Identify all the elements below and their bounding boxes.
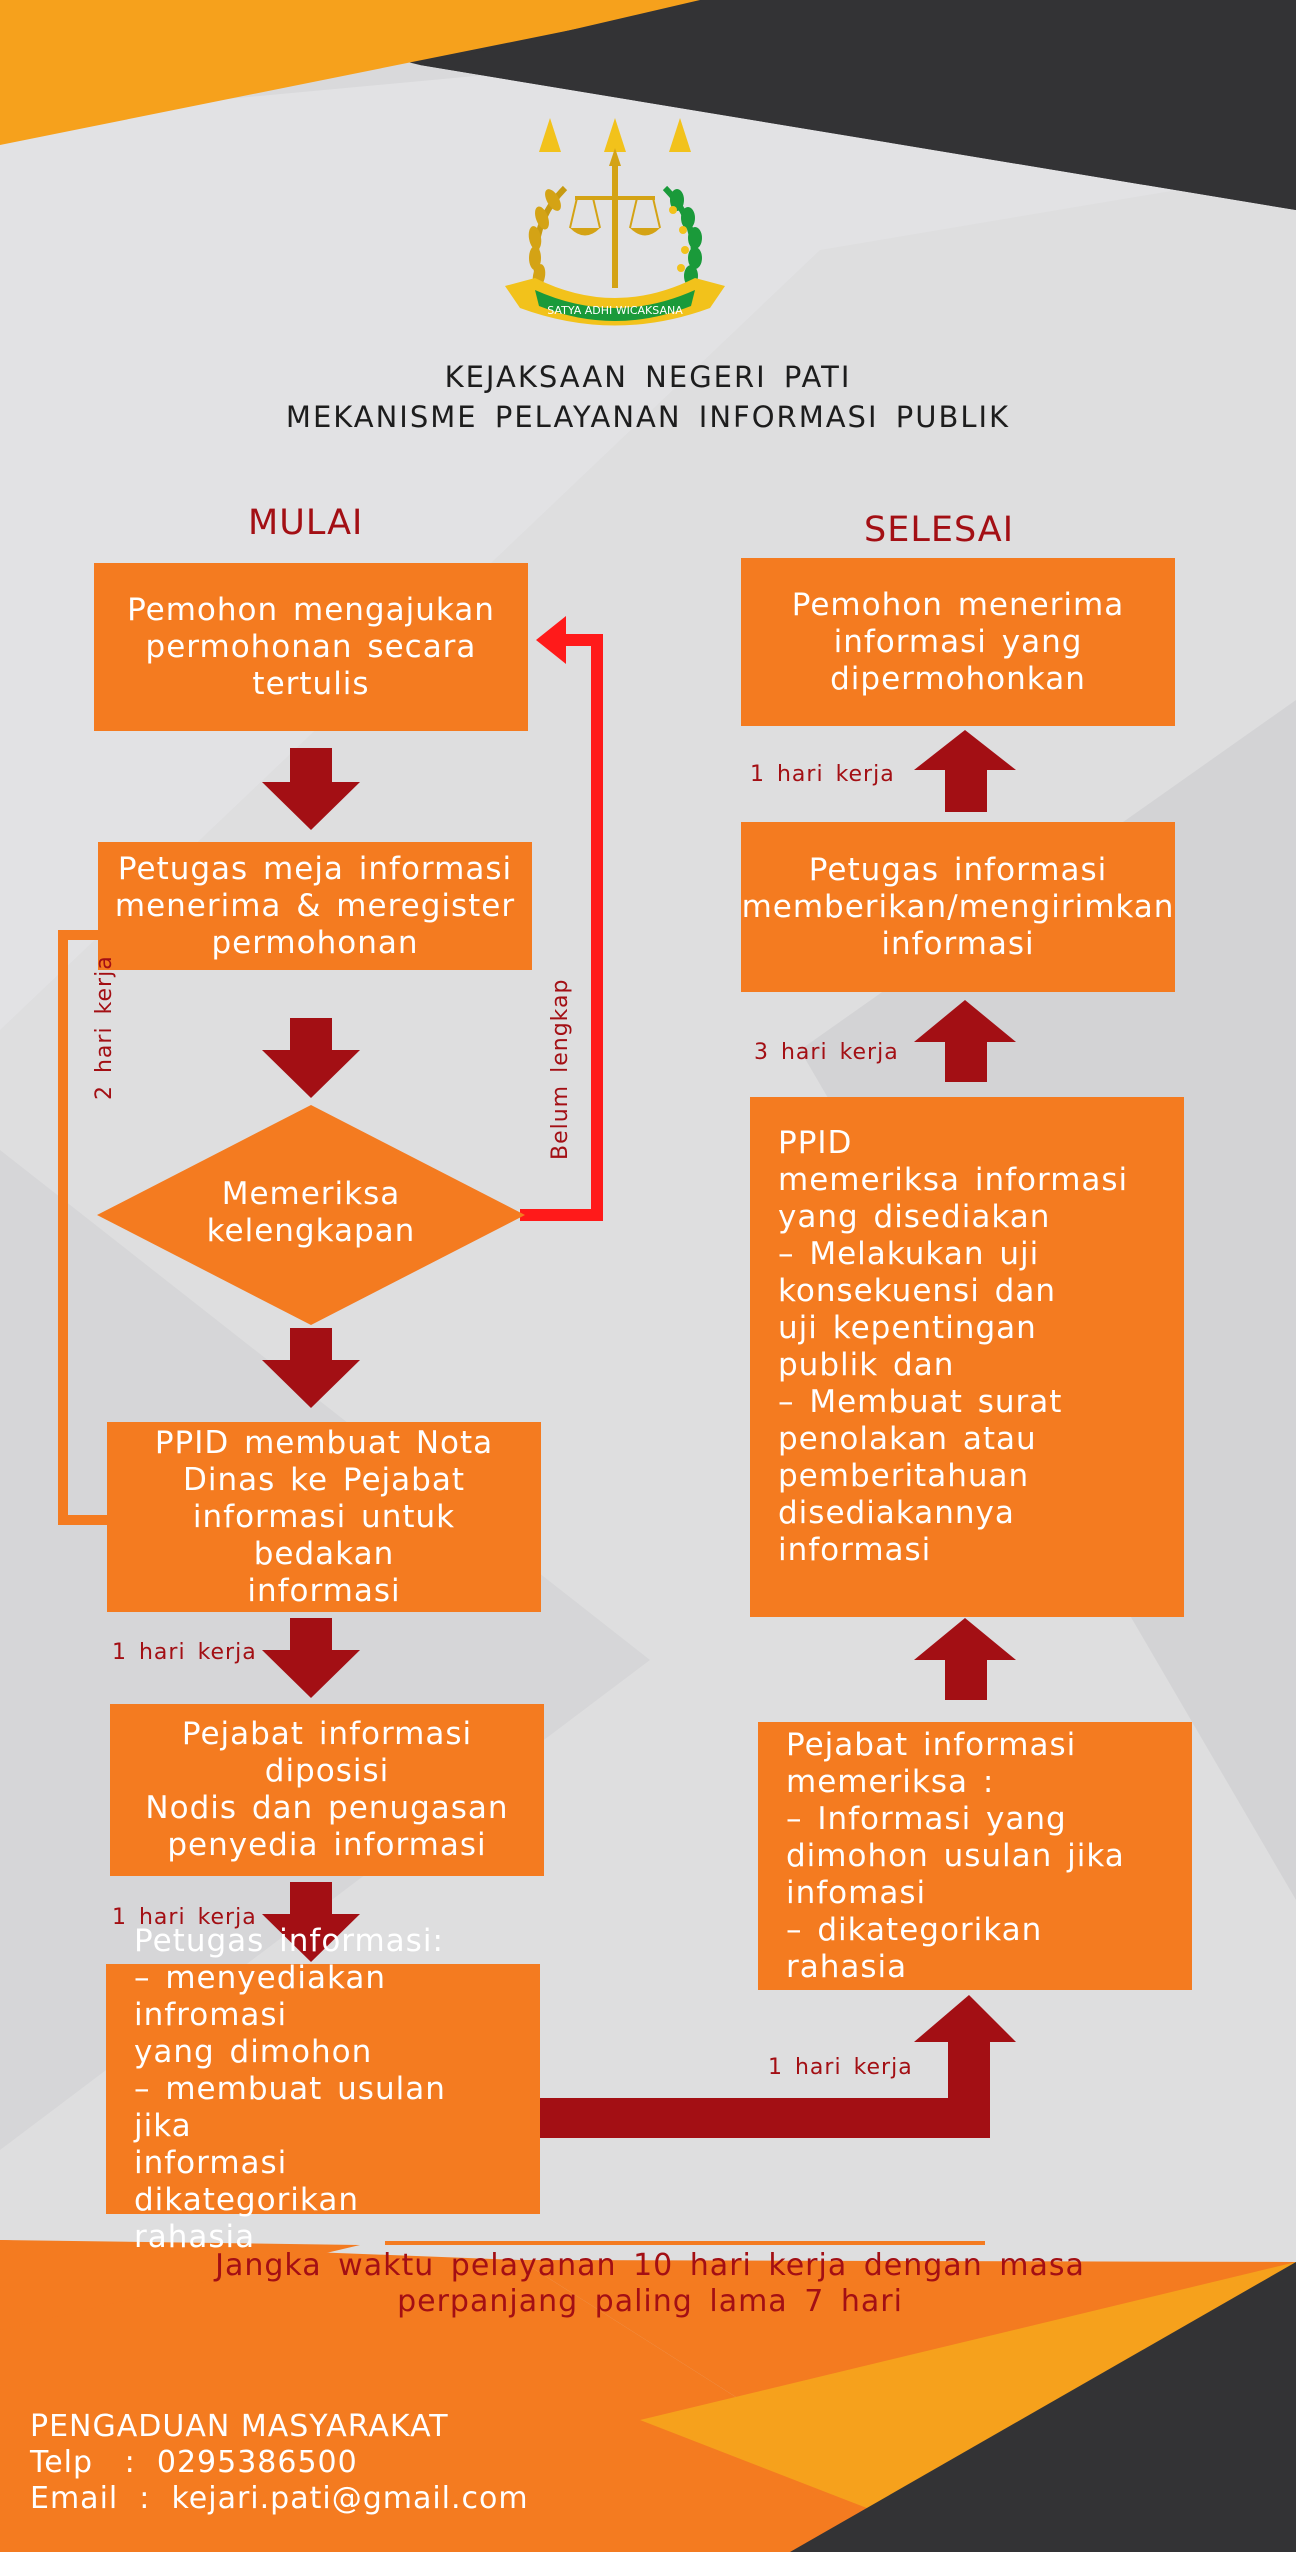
label-one-day-c: 1 hari kerja: [768, 2055, 913, 2080]
step-ppid-nota-dinas: PPID membuat Nota Dinas ke Pejabat infor…: [107, 1422, 541, 1612]
label-one-day-a: 1 hari kerja: [112, 1640, 257, 1665]
end-label: SELESAI: [864, 510, 1015, 550]
star-center: [604, 118, 626, 152]
down-arrow-1: [262, 748, 360, 830]
label-one-day-d: 1 hari kerja: [750, 762, 895, 787]
step-disposition: Pejabat informasi diposisi Nodis dan pen…: [110, 1704, 544, 1876]
footer-phone: Telp : 0295386500: [30, 2445, 358, 2480]
step-official-review: Pejabat informasi memeriksa : – Informas…: [758, 1722, 1192, 1990]
up-arrow-2: [914, 1000, 1016, 1082]
up-arrow-1: [914, 730, 1016, 812]
title-line-2: MEKANISME PELAYANAN INFORMASI PUBLIK: [285, 400, 1011, 434]
down-arrow-3: [262, 1328, 360, 1408]
footer-title: PENGADUAN MASYARAKAT: [30, 2409, 449, 2444]
start-label: MULAI: [248, 503, 364, 543]
title-line-1: KEJAKSAAN NEGERI PATI: [444, 360, 852, 394]
kejaksaan-emblem: SATYA ADHI WICAKSANA: [505, 118, 725, 326]
duration-note: Jangka waktu pelayanan 10 hari kerja den…: [215, 2248, 1085, 2319]
star-right: [669, 118, 691, 152]
step-submit-request: Pemohon mengajukan permohonan secara ter…: [94, 563, 528, 731]
step-register-request: Petugas meja informasi menerima & meregi…: [98, 842, 532, 970]
step-ppid-review: PPID memeriksa informasi yang disediakan…: [750, 1097, 1184, 1617]
l-connector: [538, 1995, 1016, 2138]
step-deliver-information: Petugas informasi memberikan/mengirimkan…: [741, 822, 1175, 992]
label-two-days: 2 hari kerja: [92, 955, 117, 1100]
incomplete-loop-line: [520, 634, 603, 1221]
step-prepare-information: Petugas informasi: – menyediakan infroma…: [106, 1923, 540, 2255]
two-day-loop-line: [58, 930, 110, 1525]
label-three-days: 3 hari kerja: [754, 1040, 899, 1065]
down-arrow-4: [262, 1618, 360, 1698]
decision-diamond: [97, 1105, 525, 1325]
label-one-day-b: 1 hari kerja: [112, 1905, 257, 1930]
star-left: [539, 118, 561, 152]
label-incomplete: Belum lengkap: [548, 978, 573, 1160]
footer-email[interactable]: Email : kejari.pati@gmail.com: [30, 2481, 529, 2516]
incomplete-loop-arrowhead: [536, 616, 566, 664]
decision-check-completeness: Memeriksa kelengkapan: [206, 1176, 416, 1249]
emblem-motto: SATYA ADHI WICAKSANA: [547, 304, 683, 317]
down-arrow-5: [262, 1882, 360, 1962]
step-receive-information: Pemohon menerima informasi yang dipermoh…: [741, 558, 1175, 726]
up-arrow-3: [914, 1618, 1016, 1700]
down-arrow-2: [262, 1018, 360, 1098]
